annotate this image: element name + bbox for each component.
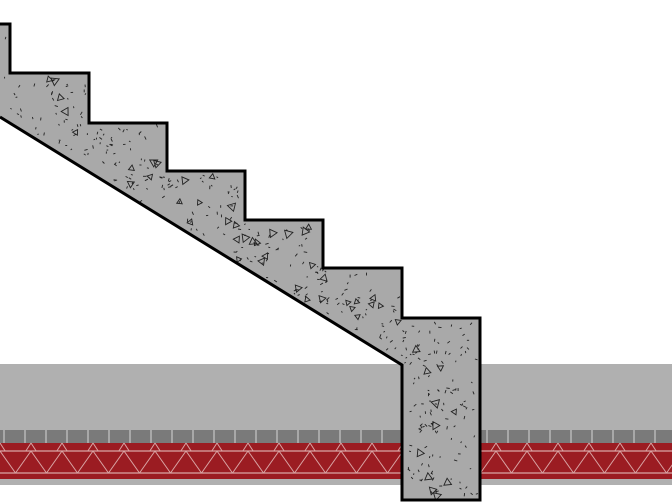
insulation-hatch — [108, 450, 125, 474]
insulation-hatch — [247, 442, 254, 452]
insulation-hatch — [495, 442, 502, 452]
insulation-hatch — [552, 442, 559, 452]
insulation-hatch — [542, 450, 559, 474]
insulation-hatch — [92, 442, 99, 452]
insulation-hatch — [557, 450, 574, 474]
ground-layers — [0, 364, 672, 485]
concrete-hatch — [4, 36, 479, 502]
insulation-hatch — [185, 442, 192, 452]
insulation-hatch — [521, 442, 528, 452]
insulation-hatch — [154, 442, 161, 452]
insulation-hatch — [0, 450, 16, 474]
insulation-hatch — [242, 442, 249, 452]
insulation-hatch — [309, 442, 316, 452]
insulation-hatch — [294, 450, 311, 474]
insulation-hatch — [30, 450, 47, 474]
insulation-hatch — [387, 450, 404, 474]
insulation-hatch — [123, 442, 130, 452]
insulation-hatch — [232, 450, 249, 474]
insulation-hatch — [511, 450, 528, 474]
insulation-hatch — [588, 450, 605, 474]
insulation-hatch — [309, 450, 326, 474]
insulation-hatch — [635, 450, 652, 474]
insulation-hatch — [325, 450, 342, 474]
insulation-hatch — [335, 442, 342, 452]
insulation-hatch — [356, 450, 373, 474]
insulation-hatch — [583, 442, 590, 452]
insulation-hatch — [30, 442, 37, 452]
insulation-hatch — [46, 450, 63, 474]
insulation-hatch — [61, 442, 68, 452]
insulation-hatch — [480, 450, 497, 474]
insulation-hatch — [557, 442, 564, 452]
insulation-hatch — [371, 450, 388, 474]
insulation-hatch — [273, 442, 280, 452]
insulation-hatch — [645, 442, 652, 452]
insulation-hatch — [216, 450, 233, 474]
stair-fill — [0, 24, 480, 500]
insulation-hatch — [201, 450, 218, 474]
insulation-hatch — [263, 450, 280, 474]
bottom-strip-layer — [0, 479, 672, 485]
insulation-hatch — [154, 450, 171, 474]
insulation-hatch — [15, 450, 32, 474]
block-course-layer — [0, 430, 672, 443]
insulation-hatch — [495, 450, 512, 474]
insulation-hatch — [604, 450, 621, 474]
insulation-hatch — [526, 442, 533, 452]
insulation-hatch — [56, 442, 63, 452]
insulation-hatch — [614, 442, 621, 452]
insulation-hatch — [211, 442, 218, 452]
insulation-hatch — [77, 450, 94, 474]
insulation-hatch — [366, 442, 373, 452]
insulation-hatch — [573, 450, 590, 474]
insulation-hatch — [619, 442, 626, 452]
slab-layer — [0, 364, 672, 430]
insulation-hatch — [123, 450, 140, 474]
insulation-hatch — [216, 442, 223, 452]
insulation-hatch — [371, 442, 378, 452]
insulation-hatch — [247, 450, 264, 474]
stair-outline — [0, 22, 482, 502]
insulation-hatch — [526, 450, 543, 474]
insulation-hatch — [490, 442, 497, 452]
insulation-hatch — [666, 464, 672, 474]
insulation-hatch — [92, 450, 109, 474]
insulation-hatch — [180, 442, 187, 452]
insulation-hatch — [185, 450, 202, 474]
insulation-hatch — [619, 450, 636, 474]
insulation-hatch — [340, 450, 357, 474]
insulation-hatch — [278, 442, 285, 452]
insulation-hatch — [650, 450, 667, 474]
insulation-hatch — [304, 442, 311, 452]
insulation-hatch — [25, 442, 32, 452]
concrete-stair — [0, 22, 482, 502]
insulation-hatch — [170, 450, 187, 474]
insulation-hatch — [278, 450, 295, 474]
insulation-hatch — [340, 442, 347, 452]
insulation-hatch — [149, 442, 156, 452]
insulation-hatch — [87, 442, 94, 452]
insulation-hatch — [0, 442, 6, 452]
insulation-hatch — [139, 450, 156, 474]
insulation-hatch — [118, 442, 125, 452]
insulation-hatch — [650, 442, 657, 452]
insulation-hatch — [61, 450, 78, 474]
insulation-hatch — [588, 442, 595, 452]
